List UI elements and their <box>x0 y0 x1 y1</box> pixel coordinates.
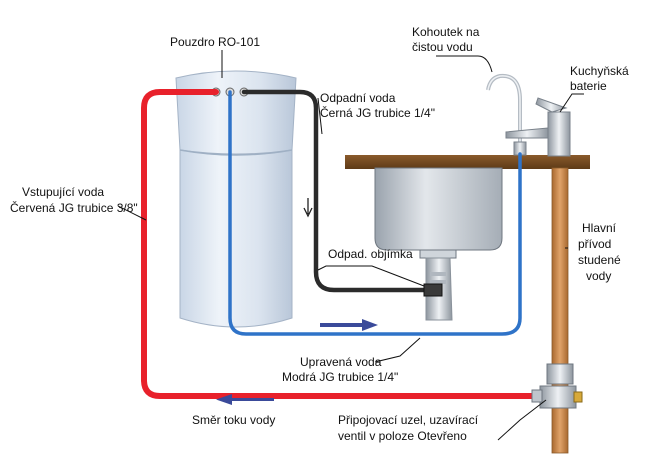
clean-water-tube <box>228 90 522 336</box>
label-drain-water-line2: Černá JG trubice 1/4" <box>320 105 435 120</box>
label-faucet-line1: Kohoutek na <box>412 25 480 39</box>
label-flow-direction: Směr toku vody <box>192 413 275 427</box>
connector-valve <box>531 363 583 409</box>
kitchen-counter <box>345 155 590 169</box>
label-main-supply-line3: studené <box>578 253 621 267</box>
flow-direction-arrow <box>216 394 274 405</box>
drain-tube <box>241 89 435 293</box>
tubes <box>141 89 555 399</box>
flow-arrows <box>216 198 378 405</box>
label-clean-water-line2: Modrá JG trubice 1/4" <box>282 370 398 384</box>
kitchen-mixer <box>505 97 571 157</box>
label-connector-line1: Připojovací uzel, uzavírací <box>338 413 479 427</box>
label-mixer-line1: Kuchyňská <box>570 64 629 78</box>
label-faucet-line2: čistou vodu <box>412 40 473 54</box>
label-inlet-water-line1: Vstupující voda <box>22 185 104 199</box>
label-inlet-water-line2: Červená JG trubice 3/8" <box>10 200 138 215</box>
label-housing: Pouzdro RO-101 <box>170 35 260 49</box>
label-main-supply-line4: vody <box>586 269 611 283</box>
clean-water-faucet <box>486 73 527 156</box>
label-main-supply-line2: přívod <box>578 237 611 251</box>
label-main-supply-line1: Hlavní <box>582 221 617 235</box>
ro-housing <box>175 70 297 328</box>
sink <box>374 167 503 321</box>
clean-flow-arrow <box>320 319 378 331</box>
label-clean-water-line1: Upravená voda <box>300 355 382 369</box>
label-mixer-line2: baterie <box>570 79 607 93</box>
drain-flow-arrow <box>303 198 313 218</box>
leader-lines <box>117 50 584 441</box>
label-connector-line2: ventil v poloze Otevřeno <box>338 429 467 443</box>
labels: Pouzdro RO-101 Kohoutek na čistou vodu K… <box>10 25 629 443</box>
main-water-pipe <box>551 167 569 454</box>
inlet-tube <box>141 89 555 399</box>
label-drain-clamp: Odpad. objímka <box>328 247 413 261</box>
drain-clamp <box>423 283 443 297</box>
label-drain-water-line1: Odpadní voda <box>320 91 396 105</box>
